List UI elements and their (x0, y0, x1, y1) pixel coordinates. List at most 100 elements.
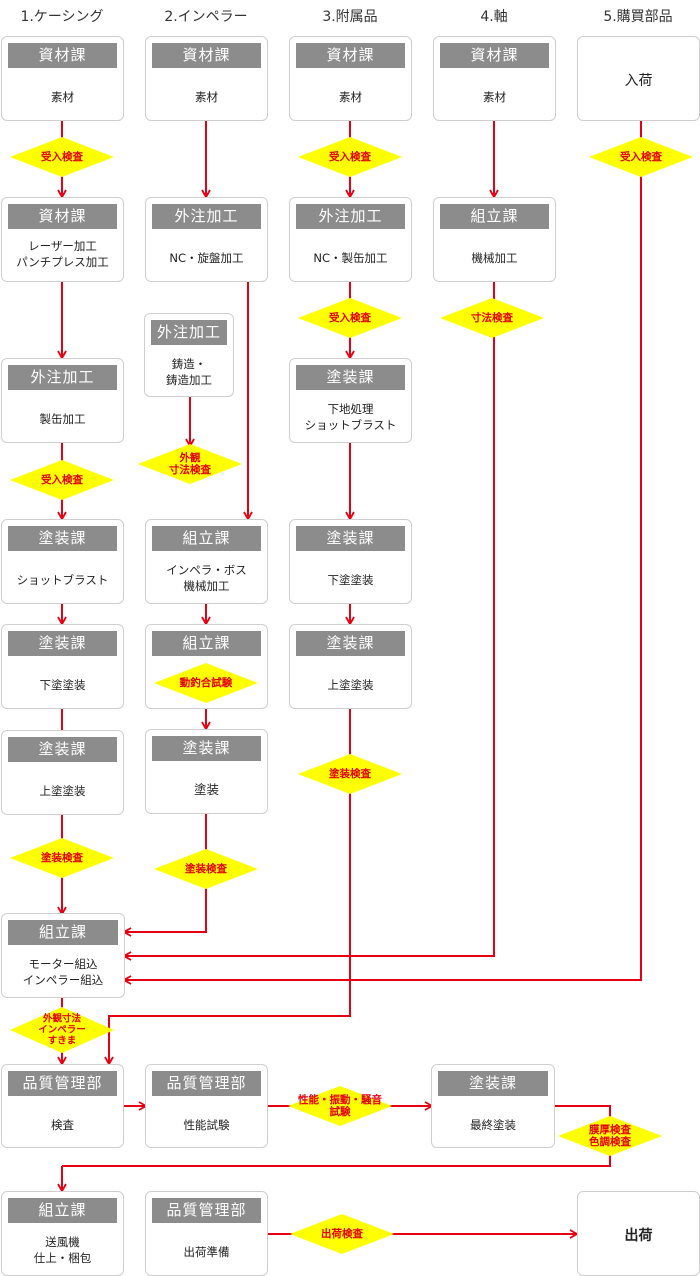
inspection-diamond: 出荷検査 (290, 1214, 394, 1254)
department-label: 品質管理部 (8, 1071, 117, 1096)
process-label: 下塗塗装 (39, 678, 86, 692)
inspection-label: 外観寸法 インペラー すきま (38, 1013, 86, 1047)
process-label: 鋳造・ 鋳造加工 (166, 357, 212, 387)
process-box-accessory-undercoat: 塗装課 下塗塗装 (289, 519, 412, 604)
process-box-assembly-motor: 組立課 モーター組込 インペラー組込 (1, 913, 125, 998)
department-label: 外注加工 (152, 204, 261, 229)
department-label: 塗装課 (296, 365, 405, 390)
process-label: NC・旋盤加工 (169, 251, 244, 265)
inspection-label: 塗装検査 (329, 768, 371, 780)
process-label: ショットブラスト (16, 573, 109, 587)
process-box-shaft-machining: 組立課 機械加工 (433, 197, 556, 282)
process-label: インペラ・ボス 機械加工 (166, 563, 247, 593)
process-label: 検査 (51, 1118, 74, 1132)
process-label: 送風機 仕上・梱包 (33, 1235, 92, 1265)
process-box-casing-topcoat: 塗装課 上塗塗装 (1, 730, 124, 815)
process-label: 製缶加工 (39, 412, 86, 426)
inspection-diamond: 受入検査 (589, 137, 693, 177)
inspection-diamond: 外観 寸法検査 (138, 444, 242, 484)
process-box-parts-arrival: 入荷 (577, 36, 700, 121)
inspection-label: 膜厚検査 色調検査 (589, 1124, 631, 1148)
inspection-diamond: 性能・振動・騒音 試験 (288, 1086, 392, 1126)
inspection-diamond: 受入検査 (10, 137, 114, 177)
column-header-casing: 1.ケーシング (20, 9, 104, 25)
process-box-casing-fabrication: 外注加工 製缶加工 (1, 358, 124, 443)
column-header-accessories: 3.附属品 (322, 9, 378, 25)
department-label: 資材課 (8, 43, 117, 68)
process-box-qc-performance: 品質管理部 性能試験 (145, 1064, 268, 1148)
process-label: 素材 (51, 90, 74, 104)
inspection-label: 受入検査 (329, 151, 371, 163)
inspection-label: 性能・振動・騒音 試験 (298, 1094, 382, 1118)
process-box-shipment: 出荷 (577, 1191, 700, 1276)
process-label: NC・製缶加工 (313, 251, 388, 265)
process-box-casing-laser: 資材課 レーザー加工 パンチプレス加工 (1, 197, 124, 282)
department-label: 品質管理部 (152, 1198, 261, 1223)
arrow (122, 121, 642, 985)
inspection-label: 受入検査 (41, 151, 83, 163)
process-box-impeller-material: 資材課 素材 (145, 36, 268, 121)
inspection-label: 塗装検査 (41, 852, 83, 864)
process-label: 入荷 (624, 73, 653, 89)
process-box-accessory-nc: 外注加工 NC・製缶加工 (289, 197, 412, 282)
inspection-diamond: 塗装検査 (154, 849, 258, 889)
process-box-accessory-shot-blast: 塗装課 下地処理 ショットブラスト (289, 358, 412, 443)
inspection-diamond: 動釣合試験 (154, 663, 258, 703)
department-label: 塗装課 (8, 631, 117, 656)
department-label: 塗装課 (296, 526, 405, 551)
department-label: 組立課 (152, 526, 261, 551)
inspection-label: 寸法検査 (471, 312, 513, 324)
process-box-shaft-material: 資材課 素材 (433, 36, 556, 121)
inspection-label: 受入検査 (41, 474, 83, 486)
inspection-label: 受入検査 (620, 151, 662, 163)
process-label: 出荷 (624, 1228, 653, 1244)
process-box-impeller-nc-lathe: 外注加工 NC・旋盤加工 (145, 197, 268, 282)
department-label: 組立課 (8, 1198, 117, 1223)
process-label: 性能試験 (183, 1118, 230, 1132)
process-box-accessory-topcoat: 塗装課 上塗塗装 (289, 624, 412, 709)
process-box-impeller-boss: 組立課 インペラ・ボス 機械加工 (145, 519, 268, 604)
department-label: 塗装課 (8, 526, 117, 551)
process-box-casing-shot-blast: 塗装課 ショットブラスト (1, 519, 124, 604)
department-label: 資材課 (152, 43, 261, 68)
process-box-qc-inspection: 品質管理部 検査 (1, 1064, 124, 1148)
department-label: 塗装課 (152, 736, 261, 761)
inspection-diamond: 塗装検査 (298, 754, 402, 794)
process-label: 素材 (339, 90, 362, 104)
process-label: 素材 (195, 90, 218, 104)
process-label: 最終塗装 (470, 1118, 516, 1132)
process-label: モーター組込 インペラー組込 (22, 957, 104, 987)
inspection-diamond: 膜厚検査 色調検査 (558, 1116, 662, 1156)
process-label: 機械加工 (471, 251, 518, 265)
department-label: 品質管理部 (152, 1071, 261, 1096)
process-box-final-painting: 塗装課 最終塗装 (431, 1064, 555, 1148)
department-label: 外注加工 (151, 320, 227, 345)
process-label: 出荷準備 (183, 1245, 230, 1259)
arrow (122, 282, 495, 961)
process-box-packing: 組立課 送風機 仕上・梱包 (1, 1191, 124, 1276)
department-label: 塗装課 (296, 631, 405, 656)
process-box-casing-material: 資材課 素材 (1, 36, 124, 121)
inspection-diamond: 外観寸法 インペラー すきま (10, 1007, 114, 1053)
process-box-shipping-prep: 品質管理部 出荷準備 (145, 1191, 268, 1276)
process-label: 素材 (483, 90, 506, 104)
process-box-casing-undercoat: 塗装課 下塗塗装 (1, 624, 124, 709)
department-label: 資材課 (440, 43, 549, 68)
process-label: 下塗塗装 (327, 573, 374, 587)
department-label: 外注加工 (296, 204, 405, 229)
inspection-label: 動釣合試験 (179, 677, 233, 689)
process-box-impeller-casting: 外注加工 鋳造・ 鋳造加工 (144, 313, 234, 397)
inspection-label: 塗装検査 (185, 863, 227, 875)
inspection-diamond: 受入検査 (298, 298, 402, 338)
department-label: 資材課 (8, 204, 117, 229)
department-label: 組立課 (440, 204, 549, 229)
column-header-shaft: 4.軸 (480, 9, 508, 25)
department-label: 外注加工 (8, 365, 117, 390)
department-label: 塗装課 (8, 737, 117, 762)
inspection-label: 外観 寸法検査 (169, 452, 211, 476)
process-label: 下地処理 ショットブラスト (304, 402, 397, 432)
process-box-accessory-material: 資材課 素材 (289, 36, 412, 121)
inspection-label: 受入検査 (329, 312, 371, 324)
